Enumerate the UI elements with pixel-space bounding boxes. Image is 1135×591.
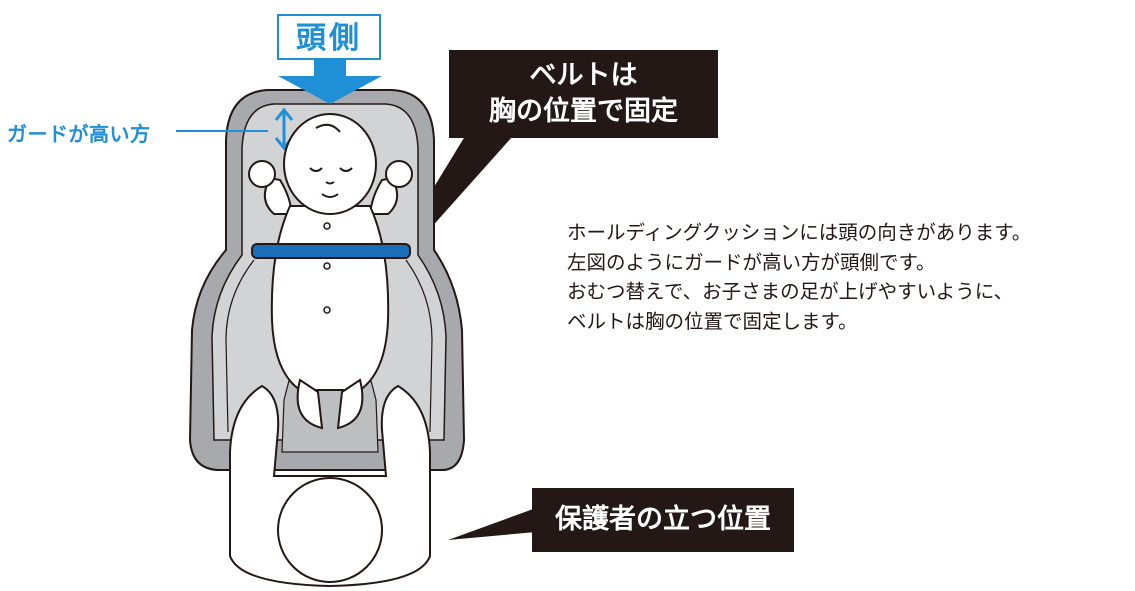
- cushion-contour-right: [405, 259, 433, 433]
- belt-callout-line-2: 胸の位置で固定: [489, 96, 678, 127]
- baby-face: [309, 123, 353, 198]
- guardian-figure: [229, 384, 431, 588]
- guardian-callout-pointer: [448, 508, 536, 540]
- guard-high-side-label: ガードが高い方: [7, 122, 151, 146]
- head-side-label: 頭側: [277, 14, 381, 60]
- belt-callout: ベルトは 胸の位置で固定: [449, 50, 718, 138]
- belt: [251, 243, 411, 259]
- cushion-contour-left: [225, 259, 255, 433]
- description-line: ホールディングクッションには頭の向きがあります。: [567, 221, 1032, 244]
- head-direction-arrow: [278, 60, 382, 104]
- guardian-position-callout: 保護者の立つ位置: [532, 488, 794, 552]
- description-line: おむつ替えで、お子さまの足が上げやすいように、: [567, 280, 1014, 303]
- belt-callout-line-1: ベルトは: [529, 60, 638, 91]
- description-line: ベルトは胸の位置で固定します。: [567, 309, 858, 333]
- description-line: 左図のようにガードが高い方が頭側です。: [567, 250, 936, 274]
- description-text: ホールディングクッションには頭の向きがあります。 左図のようにガードが高い方が頭…: [567, 218, 1133, 336]
